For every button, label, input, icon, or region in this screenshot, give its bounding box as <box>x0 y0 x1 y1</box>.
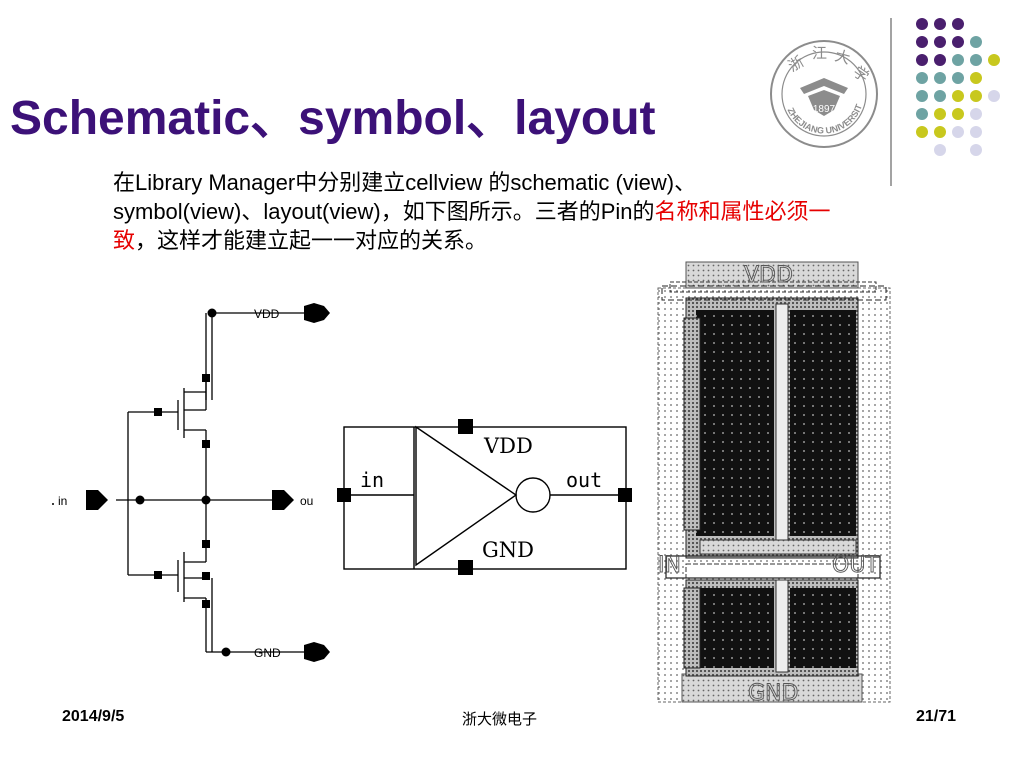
zhejiang-university-logo: 浙 江 大 学 1897 ZHEJIANG UNIVERSITY <box>768 38 878 148</box>
slide-title: Schematic、symbol、layout <box>10 92 656 145</box>
decorative-dot-grid <box>916 18 1000 156</box>
footer-date: 2014/9/5 <box>62 708 125 725</box>
schematic-out-label: ou <box>300 494 313 508</box>
schematic-gnd-label: GND <box>254 646 281 660</box>
footer-organization: 浙大微电子 <box>462 710 538 728</box>
inverter-schematic: VDD GND in ou <box>52 303 330 662</box>
inverter-layout: VDD GND IN OUT <box>656 258 892 704</box>
slide-body: 在Library Manager中分别建立cellview 的schematic… <box>113 168 833 255</box>
inverter-symbol: VDD GND in out <box>337 419 632 575</box>
header-divider <box>890 18 892 186</box>
layout-out-label: OUT <box>832 553 879 578</box>
layout-gnd-label: GND <box>748 681 798 704</box>
schematic-in-label: in <box>58 494 67 508</box>
schematic-vdd-label: VDD <box>254 307 280 321</box>
layout-vdd-label: VDD <box>744 263 793 288</box>
symbol-gnd-label: GND <box>482 538 534 562</box>
svg-text:江: 江 <box>812 44 827 62</box>
symbol-out-label: out <box>566 468 602 492</box>
body-text-highlight: 名称和属性必须一致 <box>113 199 831 253</box>
body-text-part2: ，这样才能建立起一一对应的关系。 <box>135 228 488 253</box>
symbol-vdd-label: VDD <box>483 434 533 458</box>
svg-text:大: 大 <box>833 46 852 67</box>
footer-page-number: 21/71 <box>916 708 957 725</box>
layout-in-label: IN <box>658 553 681 578</box>
logo-year: 1897 <box>813 104 836 115</box>
body-text-part1: 在Library Manager中分别建立cellview 的schematic… <box>113 170 697 224</box>
symbol-in-label: in <box>360 468 384 492</box>
